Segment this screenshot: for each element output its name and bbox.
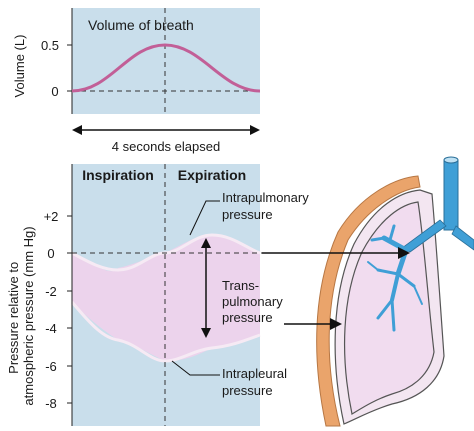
phase-expiration-label: Expiration xyxy=(178,167,246,183)
pressure-tick-label-m6: -6 xyxy=(45,359,57,374)
volume-chart-title: Volume of breath xyxy=(88,17,194,33)
pressure-band xyxy=(72,235,260,361)
pressure-tick-label-m8: -8 xyxy=(45,396,57,411)
phase-inspiration-label: Inspiration xyxy=(82,167,154,183)
lung-illustration xyxy=(316,156,474,427)
intrapleural-leader xyxy=(171,360,220,376)
intrapleural-pressure-label: Intrapleural pressure xyxy=(222,366,291,398)
intrapulmonary-leader xyxy=(189,200,220,236)
right-main-bronchus xyxy=(451,225,474,251)
volume-chart: Volume of breath 0.5 0 Volume (L) 4 seco… xyxy=(12,8,261,154)
time-arrow-right-head xyxy=(250,125,260,135)
time-elapsed-label: 4 seconds elapsed xyxy=(112,139,220,154)
volume-chart-panel xyxy=(72,8,260,114)
chest-wall xyxy=(316,175,421,427)
transpulmonary-pressure-label: Trans- pulmonary pressure xyxy=(222,278,286,325)
intrapulmonary-pointer-head xyxy=(398,247,410,259)
volume-tick-label-0: 0 xyxy=(51,84,58,99)
volume-tick-label-05: 0.5 xyxy=(41,38,59,53)
pressure-tick-label-0: 0 xyxy=(47,246,54,261)
pressure-tick-label-p2: +2 xyxy=(44,209,59,224)
pressure-tick-label-m4: -4 xyxy=(45,321,57,336)
bronchial-tree xyxy=(367,224,423,332)
pressure-tick-label-m2: -2 xyxy=(45,284,57,299)
pressure-y-axis-label: Pressure relative to atmospheric pressur… xyxy=(6,226,36,405)
transpulmonary-arrow-bottom-head xyxy=(201,328,211,338)
intrapleural-curve xyxy=(70,301,261,363)
pressure-chart: Inspiration Expiration +2 0 -2 -4 -6 -8 … xyxy=(6,164,360,426)
volume-curve xyxy=(71,43,261,93)
intrapulmonary-pressure-label: Intrapulmonary pressure xyxy=(222,190,312,222)
time-arrow-left-head xyxy=(72,125,82,135)
transpulmonary-arrow-top-head xyxy=(201,238,211,248)
trachea-opening xyxy=(443,156,459,164)
volume-y-axis-label: Volume (L) xyxy=(12,35,27,98)
trachea xyxy=(443,159,459,231)
transpulmonary-pointer-head xyxy=(330,318,342,330)
